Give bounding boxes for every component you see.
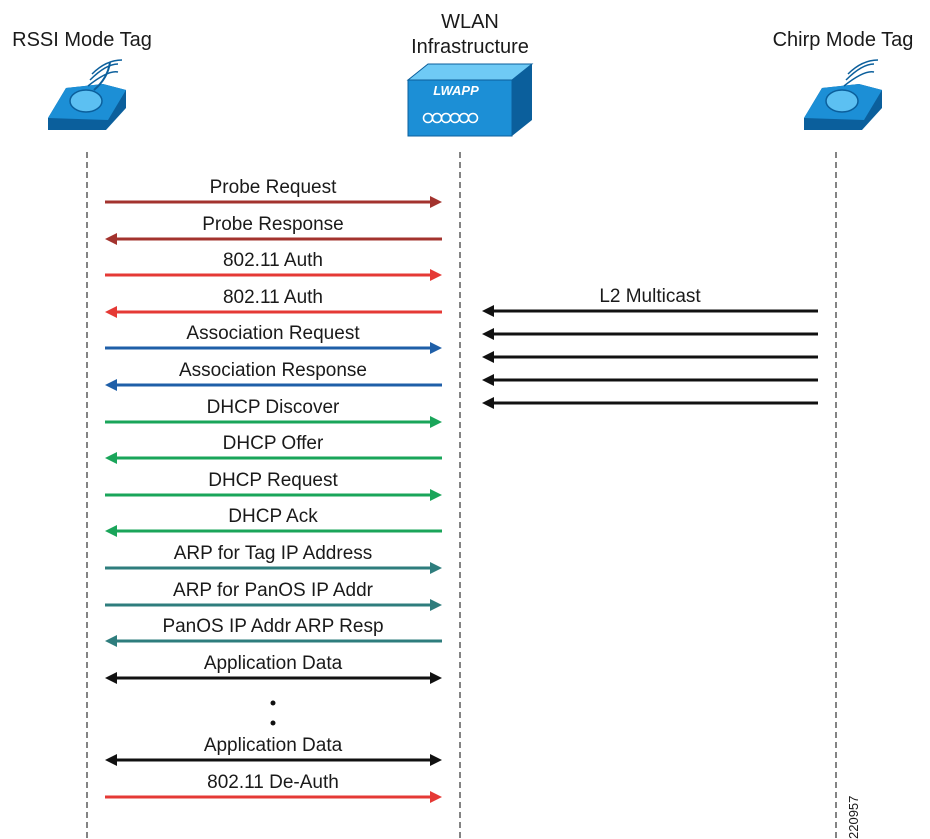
message-label: DHCP Discover xyxy=(207,397,340,418)
wlan-title-line2: Infrastructure xyxy=(411,36,529,58)
arrow-head xyxy=(430,791,442,803)
message-label: 802.11 Auth xyxy=(223,287,323,308)
wave-symbol-icon xyxy=(422,112,479,124)
multicast-arrow-head xyxy=(482,305,494,317)
message-arrow: DHCP Offer xyxy=(105,433,442,464)
multicast-arrow-head xyxy=(482,397,494,409)
arrow-head xyxy=(430,269,442,281)
figure-id: 220957 xyxy=(846,796,861,839)
message-arrow: DHCP Ack xyxy=(105,506,442,537)
arrow-head xyxy=(430,196,442,208)
message-arrow: 802.11 Auth xyxy=(105,287,442,318)
arrow-head xyxy=(105,233,117,245)
message-label: Application Data xyxy=(204,735,343,756)
message-label: Association Request xyxy=(186,323,360,344)
chirp-tag-title: Chirp Mode Tag xyxy=(773,29,914,51)
chirp-tag-icon xyxy=(804,59,882,130)
message-label: Probe Response xyxy=(202,214,344,235)
arrow-head xyxy=(430,754,442,766)
arrow-head xyxy=(430,489,442,501)
message-label: PanOS IP Addr ARP Resp xyxy=(162,616,383,637)
arrow-head xyxy=(430,599,442,611)
wlan-title-line1: WLAN xyxy=(441,11,499,33)
arrow-head xyxy=(105,379,117,391)
message-label: ARP for PanOS IP Addr xyxy=(173,580,374,601)
lwapp-label: LWAPP xyxy=(433,83,479,98)
arrow-head xyxy=(430,342,442,354)
arrow-head xyxy=(105,452,117,464)
arrow-head xyxy=(105,754,117,766)
lwapp-access-point-icon: LWAPP xyxy=(406,63,534,137)
arrow-head xyxy=(105,525,117,537)
message-arrow: DHCP Discover xyxy=(105,397,442,428)
ellipsis-dot xyxy=(270,700,276,706)
message-arrow: Application Data xyxy=(105,735,442,766)
arrow-head xyxy=(105,672,117,684)
message-arrow: Probe Request xyxy=(105,177,442,208)
arrow-head xyxy=(430,416,442,428)
message-arrow: Probe Response xyxy=(105,214,442,245)
message-arrow: ARP for PanOS IP Addr xyxy=(105,580,442,611)
multicast-arrow-head xyxy=(482,328,494,340)
message-arrow: 802.11 Auth xyxy=(105,250,442,281)
message-label: DHCP Offer xyxy=(223,433,324,454)
arrow-head xyxy=(105,635,117,647)
message-arrow: Association Request xyxy=(105,323,442,354)
message-arrow: Association Response xyxy=(105,360,442,391)
arrow-head xyxy=(430,672,442,684)
message-arrow: DHCP Request xyxy=(105,470,442,501)
multicast-label: L2 Multicast xyxy=(599,286,701,307)
message-label: 802.11 De-Auth xyxy=(207,772,339,793)
message-label: Probe Request xyxy=(210,177,337,198)
message-label: Association Response xyxy=(179,360,367,381)
message-arrow: PanOS IP Addr ARP Resp xyxy=(105,616,442,647)
rssi-tag-title: RSSI Mode Tag xyxy=(12,29,152,51)
message-label: ARP for Tag IP Address xyxy=(174,543,373,564)
multicast-arrows: L2 Multicast xyxy=(482,286,818,409)
message-label: Application Data xyxy=(204,653,343,674)
rssi-tag-icon xyxy=(48,59,126,130)
multicast-arrow-head xyxy=(482,351,494,363)
message-arrow: ARP for Tag IP Address xyxy=(105,543,442,574)
ellipsis-dot xyxy=(270,720,276,726)
message-label: DHCP Ack xyxy=(228,506,318,527)
message-label: 802.11 Auth xyxy=(223,250,323,271)
multicast-arrow-head xyxy=(482,374,494,386)
message-arrow: Application Data xyxy=(105,653,442,684)
message-label: DHCP Request xyxy=(208,470,338,491)
arrow-head xyxy=(105,306,117,318)
message-arrow: 802.11 De-Auth xyxy=(105,772,442,803)
arrow-head xyxy=(430,562,442,574)
